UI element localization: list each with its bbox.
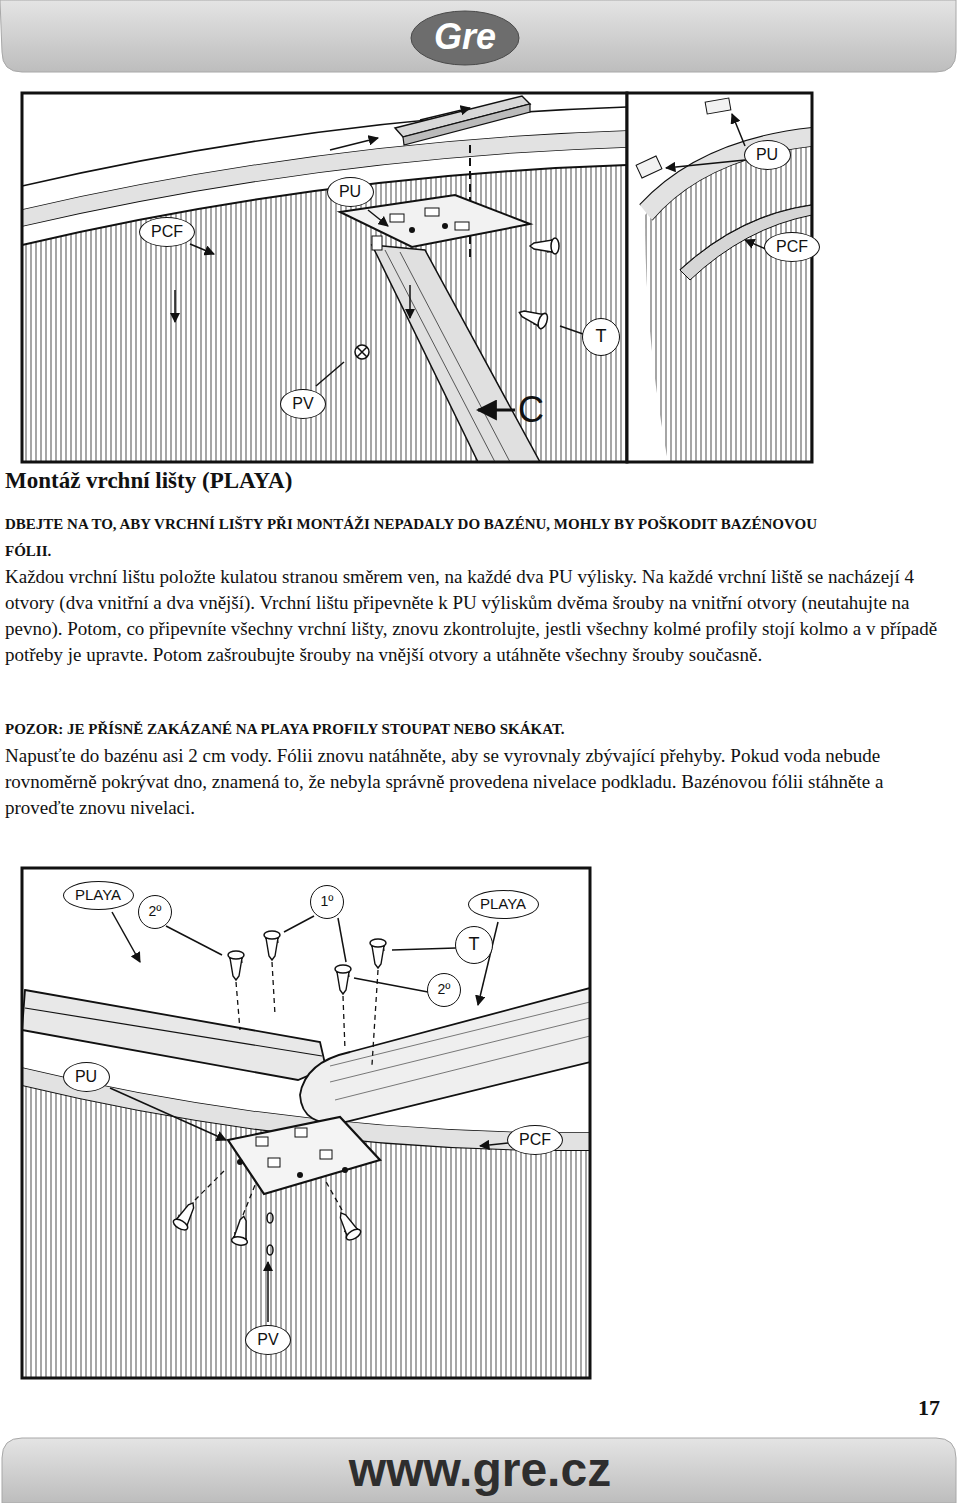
callout-label: PLAYA <box>468 890 539 919</box>
callout-text: PU <box>339 183 361 201</box>
callout-label: PV <box>245 1325 291 1355</box>
callout-label: 2º <box>427 973 461 1007</box>
warning-note: DBEJTE NA TO, ABY VRCHNÍ LIŠTY PŘI MONTÁ… <box>5 511 865 565</box>
page-number: 17 <box>880 1394 940 1422</box>
view-letter: C <box>518 388 558 432</box>
callout-label: PCF <box>139 217 195 247</box>
callout-label: T <box>582 318 620 356</box>
callout-text: T <box>469 935 480 955</box>
callout-label: PU <box>63 1062 110 1092</box>
callout-text: PCF <box>519 1131 551 1149</box>
callout-text: PU <box>75 1068 97 1086</box>
callout-text: 2º <box>149 904 162 919</box>
callout-text: PU <box>756 146 778 164</box>
callout-label: 1º <box>310 885 344 919</box>
brand-logo: Gre <box>405 14 525 60</box>
callout-label: PLAYA <box>63 881 134 910</box>
footer-url: www.gre.cz <box>230 1442 730 1498</box>
callout-label: PU <box>744 140 791 170</box>
callout-label: PCF <box>507 1125 563 1155</box>
callout-label: PCF <box>764 232 820 262</box>
callout-text: PV <box>257 1331 278 1349</box>
callout-text: PLAYA <box>75 887 121 904</box>
callout-text: PCF <box>151 223 183 241</box>
footer-band <box>2 1438 956 1503</box>
callout-label: PV <box>280 389 326 419</box>
header-band <box>0 0 956 72</box>
rail-illustration <box>22 93 627 462</box>
callout-text: 1º <box>321 894 334 909</box>
callout-label: T <box>455 926 493 964</box>
caution-note: POZOR: JE PŘÍSNĚ ZAKÁZANÉ NA PLAYA PROFI… <box>5 717 945 741</box>
callout-text: PCF <box>776 238 808 256</box>
playa-illustration <box>22 868 590 1378</box>
callout-text: PLAYA <box>480 896 526 913</box>
pool-overview-illustration <box>627 93 812 462</box>
section-title: Montáž vrchní lišty (PLAYA) <box>5 466 945 496</box>
callout-label: 2º <box>138 895 172 929</box>
callout-text: PV <box>292 395 313 413</box>
body-paragraph: Napusťte do bazénu asi 2 cm vody. Fólii … <box>5 743 957 821</box>
body-paragraph: Každou vrchní lištu položte kulatou stra… <box>5 564 957 668</box>
callout-label: PU <box>327 177 374 207</box>
callout-text: T <box>596 327 607 347</box>
callout-text: 2º <box>438 982 451 997</box>
